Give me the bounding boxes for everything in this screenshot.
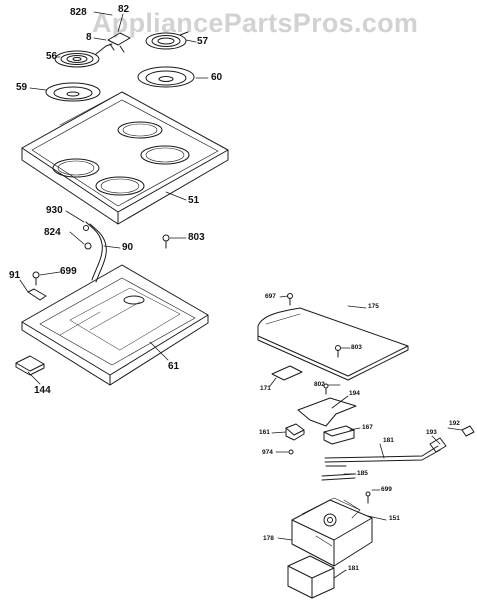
wire-185 <box>321 473 356 481</box>
callout-61: 61 <box>168 361 180 372</box>
callout-930: 930 <box>46 205 63 216</box>
bottom-pan <box>21 264 209 386</box>
callout-824: 824 <box>44 227 61 238</box>
callout-181: 181 <box>383 437 394 444</box>
insulator-181 <box>287 555 335 599</box>
bracket-167 <box>323 425 355 445</box>
callout-178: 178 <box>263 535 274 542</box>
callout-8: 8 <box>86 32 92 43</box>
terminal-block <box>107 32 131 53</box>
callout-161: 161 <box>259 429 270 436</box>
callout-194: 194 <box>349 390 360 397</box>
callout-151: 151 <box>389 515 400 522</box>
callout-60: 60 <box>211 72 223 83</box>
callout-82: 82 <box>118 4 130 15</box>
drip-pan-small <box>45 82 101 102</box>
callout-91: 91 <box>9 270 21 281</box>
callout-167: 167 <box>362 424 373 431</box>
switch-161 <box>285 423 305 455</box>
callout-171: 171 <box>260 385 271 392</box>
callout-697: 697 <box>265 293 276 300</box>
rod-181 <box>324 425 475 467</box>
callout-193: 193 <box>426 429 437 436</box>
callout-185: 185 <box>357 470 368 477</box>
callout-803-right: 803 <box>351 344 362 351</box>
callout-828: 828 <box>70 7 87 18</box>
callout-59: 59 <box>16 82 28 93</box>
screws-lower-left <box>27 234 170 301</box>
surface-unit-large <box>145 31 189 50</box>
leader-lines <box>19 11 463 579</box>
callout-144: 144 <box>34 385 51 396</box>
drip-pan-large <box>137 66 195 88</box>
callout-699-right: 699 <box>381 486 392 493</box>
callout-803: 803 <box>188 232 205 243</box>
callout-181-bottom: 181 <box>348 565 359 572</box>
main-top-panel <box>21 91 229 225</box>
callout-802: 802 <box>314 381 325 388</box>
bracket-194 <box>297 383 357 427</box>
callout-175: 175 <box>368 303 379 310</box>
surface-unit-small <box>54 43 113 68</box>
callout-974: 974 <box>262 449 273 456</box>
callout-192: 192 <box>449 420 460 427</box>
callout-56: 56 <box>46 51 58 62</box>
callout-51: 51 <box>188 195 200 206</box>
wire-harness <box>83 221 107 283</box>
insulation-pad-171 <box>271 365 303 381</box>
callout-699: 699 <box>60 266 77 277</box>
callout-90: 90 <box>122 242 134 253</box>
callout-57: 57 <box>197 36 209 47</box>
motor-assembly-151 <box>291 491 373 567</box>
bracket-144 <box>15 355 45 376</box>
cover-plate-175 <box>257 293 409 381</box>
